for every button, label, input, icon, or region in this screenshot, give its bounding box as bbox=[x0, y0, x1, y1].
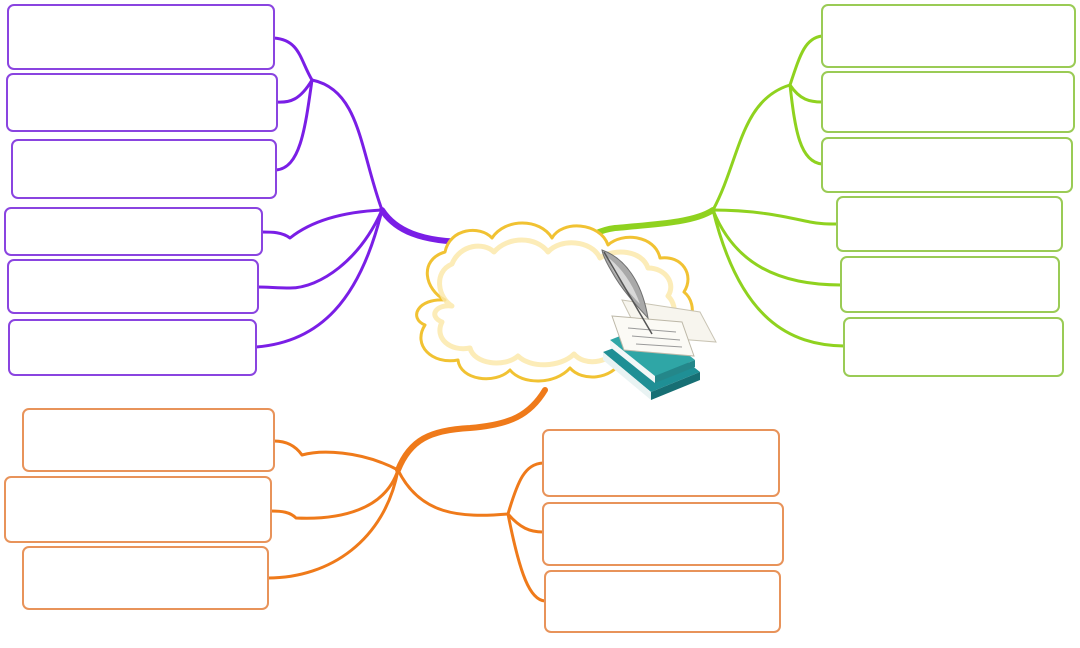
paper-line-1 bbox=[627, 327, 677, 333]
paper-line-2 bbox=[631, 335, 681, 341]
paper-sheet-front bbox=[611, 315, 695, 357]
central-topic[interactable] bbox=[415, 221, 717, 400]
quill-feather-shade bbox=[606, 256, 640, 304]
book-top-spine bbox=[655, 360, 695, 383]
branch-orange-trunk bbox=[395, 387, 548, 473]
branch-orange-right-link-2 bbox=[506, 512, 545, 534]
branch-purple-link-5 bbox=[254, 208, 384, 349]
orange-right-node-1[interactable] bbox=[542, 429, 780, 497]
branch-purple-sub-stem bbox=[272, 36, 314, 82]
branch-orange-right-stem bbox=[396, 468, 510, 517]
branch-orange bbox=[4, 387, 784, 633]
branch-green-link-3 bbox=[788, 83, 824, 166]
purple-node-4[interactable] bbox=[4, 207, 263, 256]
branch-orange-left-link-3 bbox=[266, 468, 400, 580]
orange-left-node-1[interactable] bbox=[22, 408, 275, 472]
green-node-4[interactable] bbox=[836, 196, 1063, 252]
purple-node-5[interactable] bbox=[7, 259, 259, 314]
purple-node-1[interactable] bbox=[7, 4, 275, 70]
branch-green-link-5 bbox=[711, 208, 843, 287]
branch-green-link-4 bbox=[711, 208, 839, 226]
branch-purple-link-4 bbox=[256, 208, 384, 290]
branch-orange-right-link-1 bbox=[506, 461, 545, 516]
book-top-pages bbox=[610, 340, 655, 383]
orange-right-node-3[interactable] bbox=[544, 570, 781, 633]
green-node-2[interactable] bbox=[821, 71, 1075, 133]
green-node-3[interactable] bbox=[821, 137, 1073, 193]
branch-orange-right-link-3 bbox=[506, 512, 547, 603]
green-node-1[interactable] bbox=[821, 4, 1076, 68]
book-bottom-spine bbox=[651, 372, 700, 400]
branch-green-link-1 bbox=[788, 34, 824, 87]
paper-line-3 bbox=[635, 343, 683, 348]
orange-left-node-2[interactable] bbox=[4, 476, 272, 543]
branch-purple-link-1 bbox=[274, 78, 314, 104]
branch-purple-stem bbox=[310, 78, 384, 212]
quill-shaft bbox=[603, 251, 653, 335]
branch-purple bbox=[4, 4, 558, 376]
branch-green-link-6 bbox=[711, 208, 846, 348]
orange-left-node-3[interactable] bbox=[22, 546, 269, 610]
green-node-5[interactable] bbox=[840, 256, 1060, 313]
branch-green-link-2 bbox=[788, 83, 824, 104]
purple-node-3[interactable] bbox=[11, 139, 277, 199]
purple-node-6[interactable] bbox=[8, 319, 257, 376]
green-node-6[interactable] bbox=[843, 317, 1064, 377]
orange-right-node-2[interactable] bbox=[542, 502, 784, 566]
branch-green-stem bbox=[711, 83, 792, 212]
purple-node-2[interactable] bbox=[6, 73, 278, 132]
branch-green bbox=[563, 4, 1076, 377]
branch-purple-link-3 bbox=[260, 208, 384, 240]
branch-purple-link-2 bbox=[274, 78, 314, 172]
books-with-quill-icon bbox=[601, 249, 717, 400]
branch-orange-left-link-2 bbox=[269, 468, 400, 520]
book-bottom-pages bbox=[603, 352, 651, 400]
branch-orange-left-link-1 bbox=[272, 439, 400, 472]
